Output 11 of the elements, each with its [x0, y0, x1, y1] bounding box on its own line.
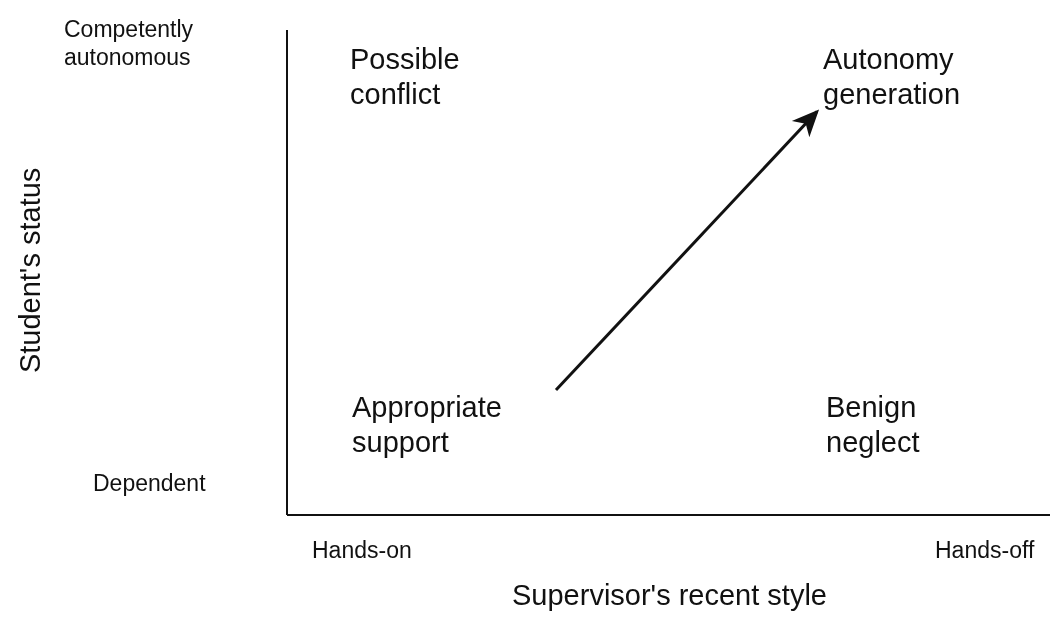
- axis-title: Student's status: [12, 166, 47, 375]
- quadrant-label: Autonomy generation: [823, 42, 1003, 112]
- axis-title: Supervisor's recent style: [512, 578, 828, 613]
- axis-tick-label: Dependent: [93, 470, 207, 498]
- quadrant-label: Appropriate support: [352, 390, 557, 460]
- quadrant-label: Benign neglect: [826, 390, 921, 460]
- axis-tick-label: Hands-on: [312, 537, 413, 565]
- axis-tick-label: Competently autonomous: [64, 16, 195, 72]
- axis-tick-label: Hands-off: [935, 537, 1036, 565]
- quadrant-label: Possible conflict: [350, 42, 461, 112]
- arrow: [554, 109, 820, 392]
